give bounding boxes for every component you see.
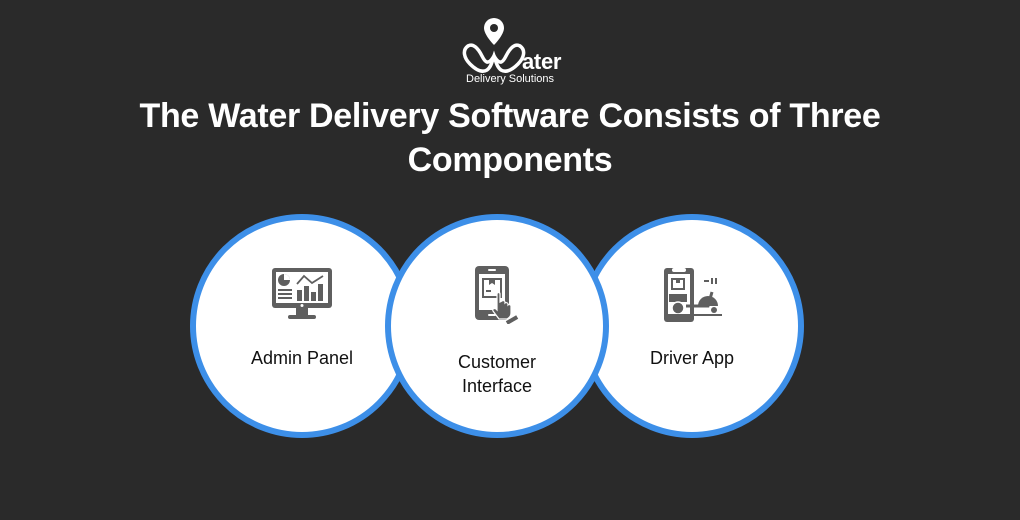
component-label: Admin Panel bbox=[250, 348, 354, 368]
phone-scooter-icon bbox=[664, 268, 722, 322]
component-driver-app: Driver App bbox=[580, 214, 804, 438]
component-admin-panel: Admin Panel bbox=[190, 214, 414, 438]
component-label: Driver App bbox=[649, 348, 735, 368]
title-line2: Components bbox=[407, 141, 613, 179]
brand-logo: ater Delivery Solutions bbox=[462, 16, 566, 90]
component-customer-interface: Customer Interface bbox=[385, 214, 609, 438]
location-pin-icon bbox=[462, 18, 526, 73]
phone-tap-icon bbox=[475, 266, 519, 324]
monitor-dashboard-icon bbox=[272, 268, 332, 319]
component-label: Customer Interface bbox=[457, 352, 537, 396]
title-prefix: The bbox=[139, 97, 209, 135]
page-title: The Water Delivery Software Consists of … bbox=[0, 94, 1020, 182]
title-suffix: Consists of Three bbox=[589, 97, 881, 135]
title-bold: Water Delivery Software bbox=[208, 97, 590, 135]
logo-subtitle: Delivery Solutions bbox=[466, 73, 555, 85]
logo-wordmark: ater bbox=[522, 49, 562, 74]
